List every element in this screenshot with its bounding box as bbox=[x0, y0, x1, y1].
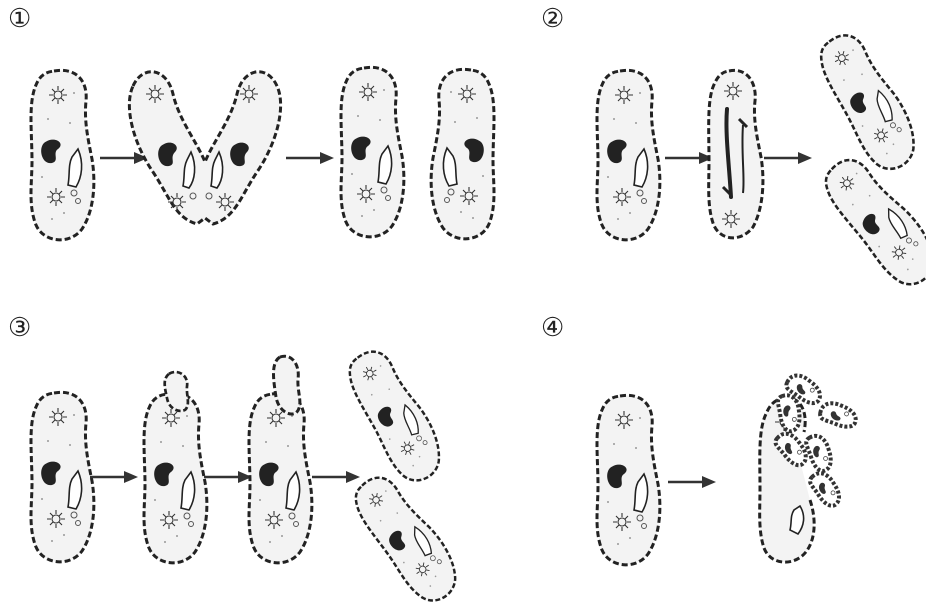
panel-3-arrow-2 bbox=[204, 471, 252, 483]
panel-1-arrow-1 bbox=[100, 152, 148, 164]
panel-2-offspring-cell-top bbox=[812, 25, 926, 177]
panel-3-arrow-3 bbox=[312, 471, 360, 483]
panel-3-parent-cell bbox=[31, 392, 94, 562]
panel-4-spore-5 bbox=[804, 433, 835, 474]
panel-3-bud-2 bbox=[274, 356, 300, 414]
panel-4-parent-cell bbox=[597, 395, 660, 565]
panel-1-arrow-2 bbox=[286, 152, 334, 164]
panel-3-budding-cell-1 bbox=[144, 393, 207, 563]
panel-1-dividing-cell bbox=[129, 72, 280, 224]
panel-1-daughter-cell-right bbox=[431, 69, 494, 239]
panel-3-offspring-cell-bottom bbox=[346, 466, 468, 602]
panel-2-conjugating-cell bbox=[709, 70, 763, 237]
panel-4-spore-2 bbox=[818, 400, 859, 431]
panel-4-spore-6 bbox=[808, 469, 845, 510]
panel-3-budding-cell-2 bbox=[249, 393, 312, 563]
panel-4-arrow bbox=[668, 476, 716, 488]
panel-2-arrow-1 bbox=[665, 152, 713, 164]
panel-3-arrow-1 bbox=[90, 471, 138, 483]
panel-2-arrow-2 bbox=[764, 152, 812, 164]
panel-1-parent-cell bbox=[31, 70, 94, 240]
panel-1-daughter-cell-left bbox=[341, 67, 404, 237]
panel-2-offspring-cell-bottom bbox=[816, 148, 926, 294]
panel-3-offspring-cell-top bbox=[341, 342, 452, 489]
panel-2-parent-cell bbox=[597, 70, 660, 240]
